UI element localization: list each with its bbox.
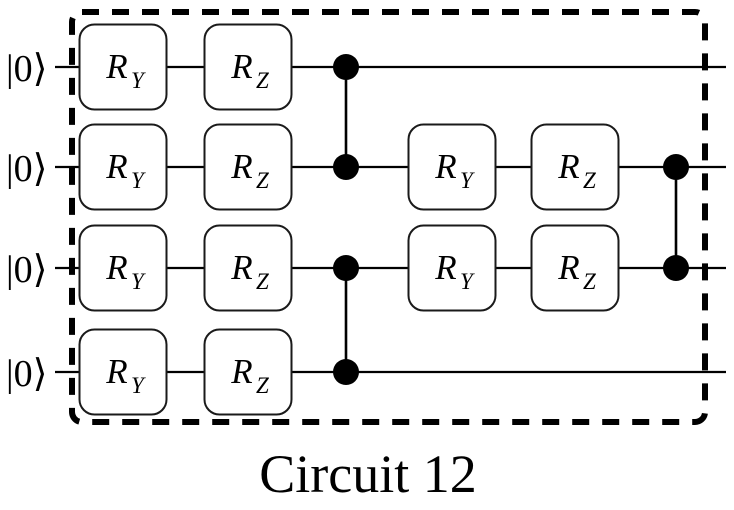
gate-label: R xyxy=(230,47,252,86)
figure-title: Circuit 12 xyxy=(259,444,476,504)
gate-subscript: Y xyxy=(460,168,475,193)
ansatz-block-boundary xyxy=(69,9,708,425)
gate-subscript: Y xyxy=(131,68,146,93)
gate-label: R xyxy=(105,248,127,287)
gate-label: R xyxy=(230,147,252,186)
gate-box xyxy=(78,23,168,111)
control-dot-q1[interactable] xyxy=(333,154,359,180)
gate-box xyxy=(530,224,620,312)
qubit-init-state-q2: |0⟩ xyxy=(6,249,47,291)
gate-box xyxy=(78,224,168,312)
control-dot-q2[interactable] xyxy=(333,255,359,281)
control-dot-q0[interactable] xyxy=(333,54,359,80)
gate-subscript: Z xyxy=(256,68,269,93)
gate-box xyxy=(530,123,620,211)
gate-box xyxy=(203,328,293,416)
gate-box xyxy=(407,123,497,211)
qubit-wires-group xyxy=(55,65,726,374)
gate-subscript: Y xyxy=(131,269,146,294)
gate-label: R xyxy=(434,147,456,186)
gate-box xyxy=(78,328,168,416)
gate-label: R xyxy=(105,352,127,391)
gate-label: R xyxy=(557,147,579,186)
gate-subscript: Z xyxy=(583,269,596,294)
qubit-ket-labels-group: |0⟩ |0⟩ |0⟩ |0⟩ xyxy=(6,48,47,395)
gate-box xyxy=(203,23,293,111)
gate-label: R xyxy=(557,248,579,287)
gate-box xyxy=(78,123,168,211)
gate-subscript: Y xyxy=(131,168,146,193)
gate-label: R xyxy=(105,147,127,186)
gate-box xyxy=(407,224,497,312)
qubit-init-state-q3: |0⟩ xyxy=(6,353,47,395)
control-dot-q2[interactable] xyxy=(663,255,689,281)
control-dot-q3[interactable] xyxy=(333,359,359,385)
gate-subscript: Z xyxy=(256,373,269,398)
gate-subscript: Z xyxy=(256,269,269,294)
gate-box xyxy=(203,123,293,211)
gate-subscript: Y xyxy=(131,373,146,398)
ansatz-block-boundary xyxy=(69,9,708,425)
gate-label: R xyxy=(230,352,252,391)
control-dots-group xyxy=(333,54,689,385)
gate-subscript: Z xyxy=(256,168,269,193)
qubit-init-state-q0: |0⟩ xyxy=(6,48,47,90)
qubit-init-state-q1: |0⟩ xyxy=(6,148,47,190)
gate-label: R xyxy=(230,248,252,287)
two-qubit-link-group xyxy=(344,67,678,372)
gate-subscript: Z xyxy=(583,168,596,193)
gate-label: R xyxy=(434,248,456,287)
gate-subscript: Y xyxy=(460,269,475,294)
gate-label: R xyxy=(105,47,127,86)
control-dot-q1[interactable] xyxy=(663,154,689,180)
gate-box xyxy=(203,224,293,312)
